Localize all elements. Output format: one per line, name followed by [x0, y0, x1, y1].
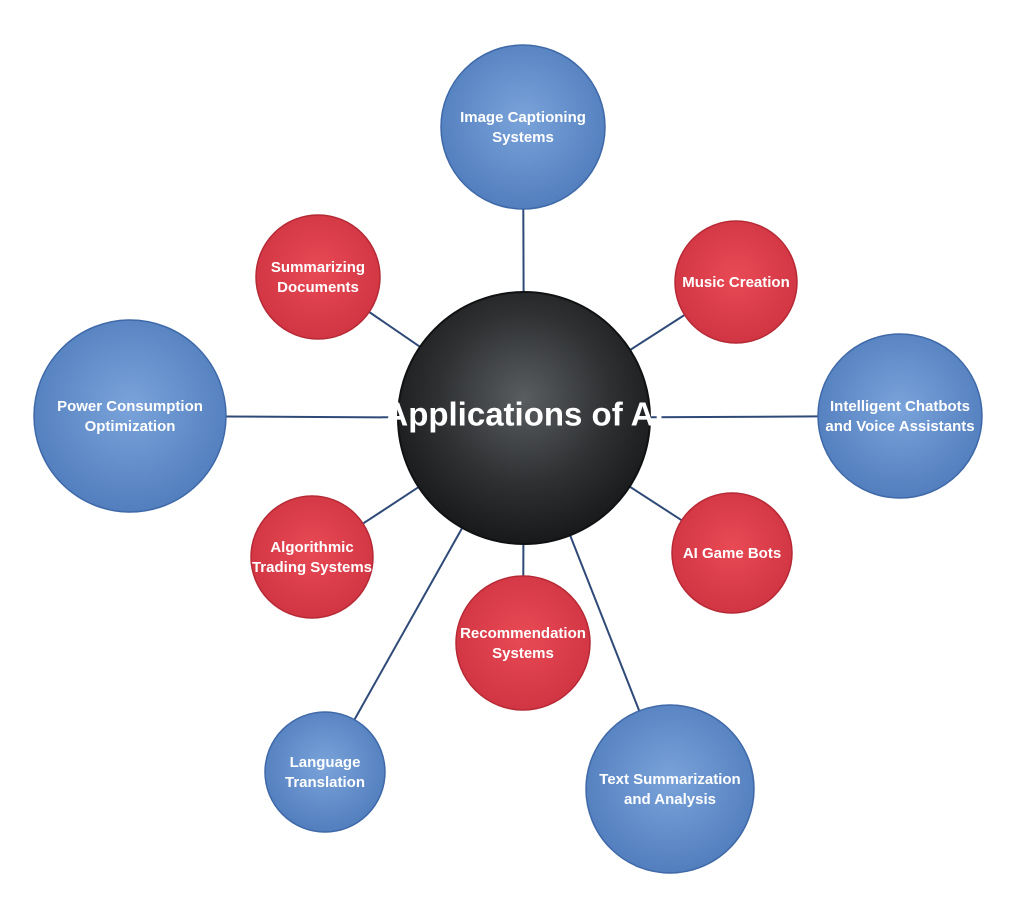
- node-circle-text-summarization: [585, 704, 755, 874]
- node-text-summarization: Text Summarization and Analysis: [585, 704, 755, 874]
- node-ai-game-bots: AI Game Bots: [671, 492, 793, 614]
- node-intelligent-chatbots: Intelligent Chatbots and Voice Assistants: [817, 333, 983, 499]
- node-circle-summarizing-documents: [255, 214, 381, 340]
- node-label-line: Optimization: [85, 418, 176, 435]
- node-label-line: Documents: [277, 279, 359, 296]
- node-label-line: Systems: [492, 129, 554, 146]
- node-label-music-creation: Music Creation: [682, 274, 790, 291]
- node-label-line: Power Consumption: [57, 397, 203, 414]
- node-label-line: Translation: [285, 774, 365, 791]
- node-circle-power-consumption: [33, 319, 227, 513]
- connector-ai-game-bots: [629, 485, 683, 522]
- node-circle-algorithmic-trading: [250, 495, 374, 619]
- connector-intelligent-chatbots: [649, 415, 819, 419]
- node-label-line: Language: [290, 753, 361, 770]
- node-circle-music-creation: [674, 220, 798, 344]
- node-label-line: Image Captioning: [460, 108, 586, 125]
- node-label-line: and Analysis: [624, 791, 716, 808]
- node-label-line: and Voice Assistants: [825, 418, 974, 435]
- center-circle: [397, 291, 651, 545]
- node-circle-ai-game-bots: [671, 492, 793, 614]
- node-label-text-summarization: Text Summarization and Analysis: [599, 770, 740, 807]
- connector-text-summarization: [569, 534, 641, 712]
- connector-music-creation: [629, 314, 686, 351]
- node-label-line: Systems: [492, 645, 554, 662]
- center-title: Applications of AI: [384, 396, 663, 433]
- center-hub: Applications of AI: [384, 291, 664, 545]
- node-label-line: AI Game Bots: [683, 545, 781, 562]
- node-label-line: Recommendation: [460, 624, 586, 641]
- node-music-creation: Music Creation: [674, 220, 798, 344]
- node-label-line: Summarizing: [271, 258, 365, 275]
- node-circle-intelligent-chatbots: [817, 333, 983, 499]
- connector-lines: [225, 208, 819, 721]
- connector-power-consumption: [225, 415, 399, 419]
- connector-summarizing-documents: [368, 311, 421, 348]
- node-label-ai-game-bots: AI Game Bots: [683, 545, 781, 562]
- node-circle-recommendation-systems: [455, 575, 591, 711]
- node-circle-image-captioning: [440, 44, 606, 210]
- node-circle-language-translation: [264, 711, 386, 833]
- node-label-line: Trading Systems: [252, 559, 372, 576]
- connector-algorithmic-trading: [362, 486, 420, 525]
- node-label-line: Text Summarization: [599, 770, 740, 787]
- connector-language-translation: [353, 527, 464, 721]
- node-label-line: Music Creation: [682, 274, 790, 291]
- node-label-intelligent-chatbots: Intelligent Chatbots and Voice Assistants: [825, 397, 974, 434]
- node-label-line: Algorithmic: [270, 538, 353, 555]
- node-label-line: Intelligent Chatbots: [830, 397, 970, 414]
